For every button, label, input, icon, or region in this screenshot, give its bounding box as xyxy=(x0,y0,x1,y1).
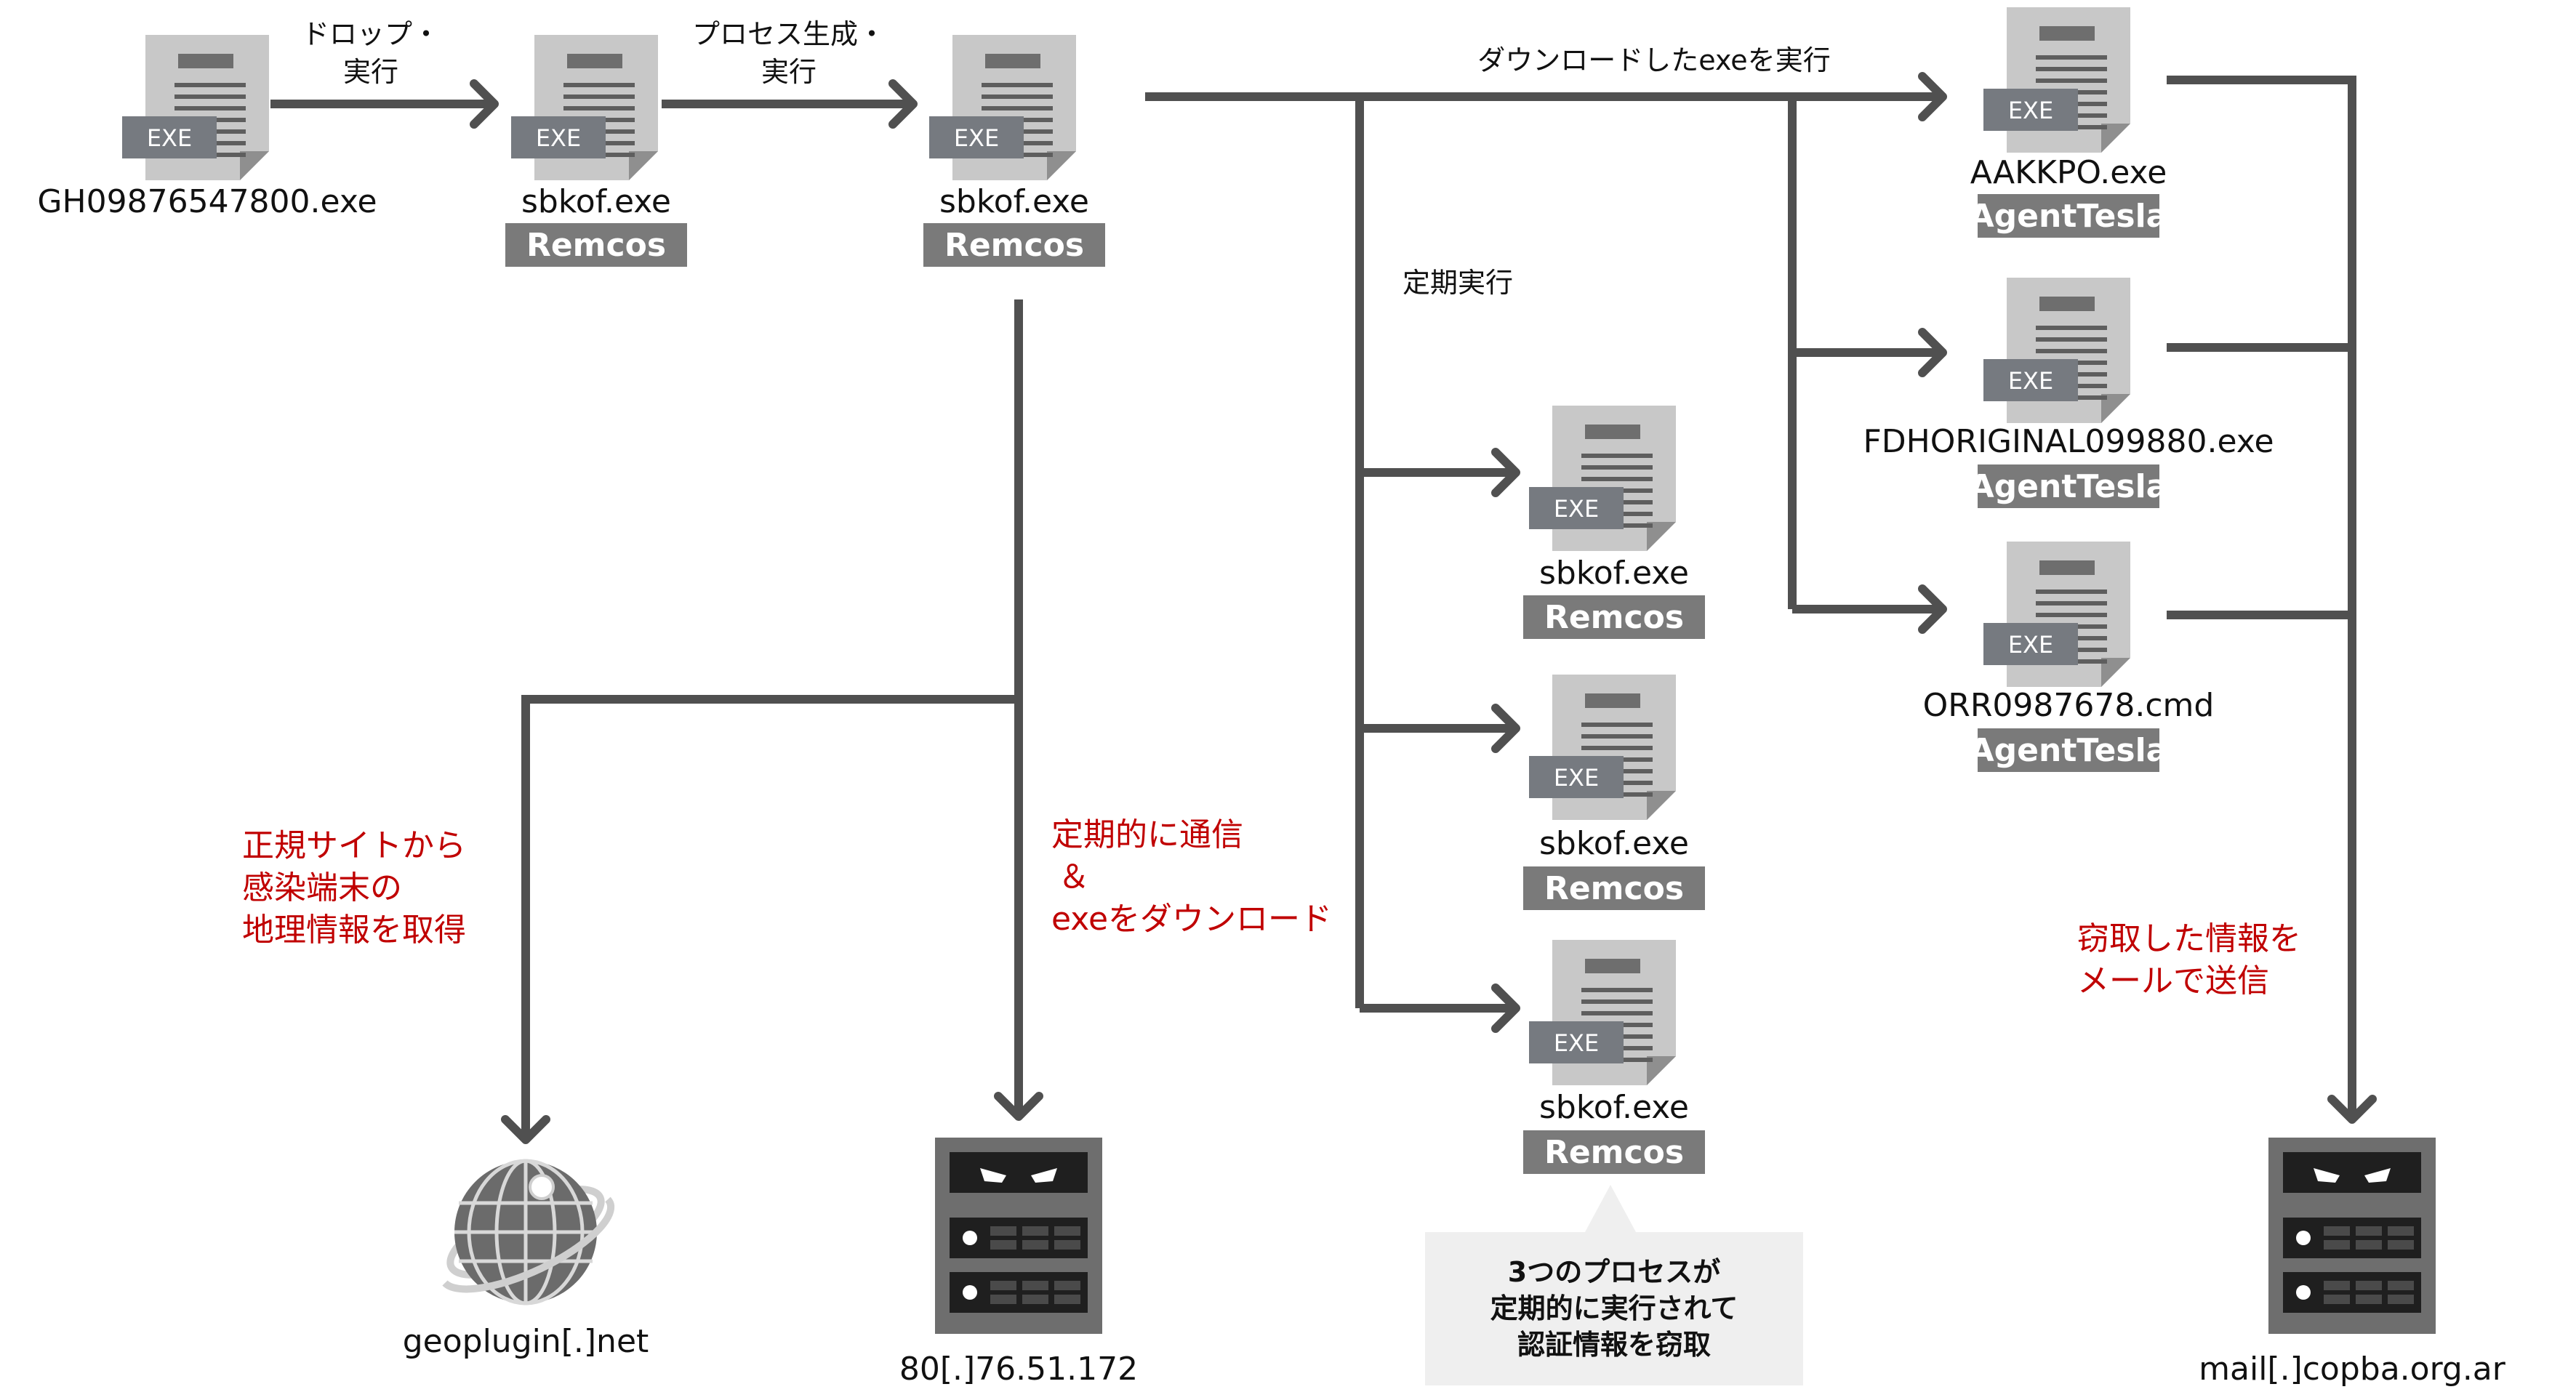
file-name: sbkof.exe xyxy=(939,183,1089,220)
exe-file-icon: EXE xyxy=(511,35,658,180)
exe-file-icon: EXE xyxy=(929,35,1076,180)
malware-tag-label: Remcos xyxy=(944,227,1084,264)
arrowhead xyxy=(470,79,499,129)
callout-line: 3つのプロセスが xyxy=(1508,1256,1720,1288)
note-c2-line: 定期的に通信 xyxy=(1051,816,1243,853)
note-geo-line: 正規サイトから xyxy=(242,827,466,864)
exe-file-icon: EXE xyxy=(1983,278,2130,423)
file-name: sbkof.exe xyxy=(1539,1089,1689,1126)
file-name: AAKKPO.exe xyxy=(1970,154,2167,191)
exe-file-icon: EXE xyxy=(1983,542,2130,687)
edge-label-drop-1: ドロップ・ xyxy=(302,18,440,50)
file-name: sbkof.exe xyxy=(521,183,671,220)
exe-file-icon: EXE xyxy=(1983,7,2130,153)
malware-tag: Remcos xyxy=(923,223,1105,267)
malware-tag: Remcos xyxy=(1523,866,1705,910)
malware-tag: Remcos xyxy=(1523,595,1705,639)
globe-icon xyxy=(442,1159,615,1306)
exe-icon-label: EXE xyxy=(2008,97,2053,124)
malware-tag: Remcos xyxy=(1523,1130,1705,1174)
edge-geo xyxy=(521,695,1019,1140)
note-geo-line: 感染端末の xyxy=(242,869,402,906)
exe-icon-label: EXE xyxy=(1554,1029,1599,1057)
file-name: ORR0987678.cmd xyxy=(1923,687,2215,724)
note-geo-line: 地理情報を取得 xyxy=(242,912,466,949)
arrowhead xyxy=(994,1092,1043,1121)
note-mail-line: メールで送信 xyxy=(2077,962,2269,999)
malware-tag: AgentTesla xyxy=(1970,728,2168,772)
edge-label-drop-2: 実行 xyxy=(343,56,398,88)
file-nodes: EXEGH09876547800.exeEXEsbkof.exeRemcosEX… xyxy=(37,7,2274,1174)
server-icon xyxy=(935,1138,1102,1334)
exe-icon-label: EXE xyxy=(2008,631,2053,659)
malware-tag: AgentTesla xyxy=(1970,464,2168,508)
exe-icon-label: EXE xyxy=(536,124,581,152)
file-node: EXE GH09876547800.exe xyxy=(37,35,377,220)
malware-tag-label: AgentTesla xyxy=(1970,468,2168,505)
exe-icon-label: EXE xyxy=(2008,367,2053,395)
file-name: FDHORIGINAL099880.exe xyxy=(1863,423,2274,460)
arrowhead xyxy=(1918,584,1947,634)
arrowhead xyxy=(1918,328,1947,377)
arrowhead xyxy=(888,79,918,129)
malware-tag-label: AgentTesla xyxy=(1970,198,2168,235)
note-c2-line: exeをダウンロード xyxy=(1051,901,1332,938)
exe-icon-label: EXE xyxy=(147,124,192,152)
edge-label-spawn-2: 実行 xyxy=(761,56,816,88)
note-geo: 正規サイトから 感染端末の 地理情報を取得 xyxy=(242,827,466,949)
exe-file-icon: EXE xyxy=(1529,940,1676,1085)
malware-tag-label: Remcos xyxy=(1544,870,1684,907)
arrowhead xyxy=(1491,704,1520,753)
exe-file-icon: EXE xyxy=(1529,406,1676,551)
malware-tag-label: Remcos xyxy=(1544,599,1684,636)
file-name: sbkof.exe xyxy=(1539,825,1689,862)
note-mail-line: 窃取した情報を xyxy=(2077,920,2301,957)
exe-file-icon: EXE xyxy=(1529,675,1676,820)
arrowhead xyxy=(1918,72,1947,121)
malware-tag-label: Remcos xyxy=(1544,1134,1684,1171)
malware-tag-label: Remcos xyxy=(526,227,666,264)
exe-icon-label: EXE xyxy=(1554,764,1599,792)
note-c2-line: ＆ xyxy=(1058,858,1090,896)
arrowhead xyxy=(2327,1095,2377,1124)
file-name: GH09876547800.exe xyxy=(37,183,377,220)
server-icon xyxy=(2268,1138,2436,1334)
callout-line: 認証情報を窃取 xyxy=(1517,1329,1711,1361)
malware-tag: Remcos xyxy=(505,223,687,267)
arrowhead xyxy=(1491,983,1520,1033)
callout-line: 定期的に実行されて xyxy=(1490,1292,1738,1324)
arrowhead xyxy=(1491,448,1520,497)
file-name: sbkof.exe xyxy=(1539,555,1689,592)
connectors xyxy=(270,72,2377,1144)
arrowhead xyxy=(501,1115,550,1144)
edge-label-download: ダウンロードしたexeを実行 xyxy=(1477,44,1830,76)
endpoint-c2: 80[.]76.51.172 xyxy=(899,1351,1138,1388)
note-c2: 定期的に通信 ＆ exeをダウンロード xyxy=(1051,816,1332,938)
note-mail: 窃取した情報を メールで送信 xyxy=(2077,920,2301,999)
callout-box: 3つのプロセスが 定期的に実行されて 認証情報を窃取 xyxy=(1425,1185,1803,1385)
endpoint-geo: geoplugin[.]net xyxy=(403,1323,649,1360)
edge-mail xyxy=(2167,76,2356,1119)
endpoint-mail: mail[.]copba.org.ar xyxy=(2199,1351,2506,1388)
malware-tag: AgentTesla xyxy=(1970,194,2168,238)
edge-label-spawn-1: プロセス生成・ xyxy=(692,18,886,50)
malware-tag-label: AgentTesla xyxy=(1970,732,2168,769)
exe-icon-label: EXE xyxy=(1554,495,1599,523)
exe-file-icon: EXE xyxy=(122,35,269,180)
edge-label-periodic: 定期実行 xyxy=(1403,267,1513,299)
exe-icon-label: EXE xyxy=(954,124,999,152)
